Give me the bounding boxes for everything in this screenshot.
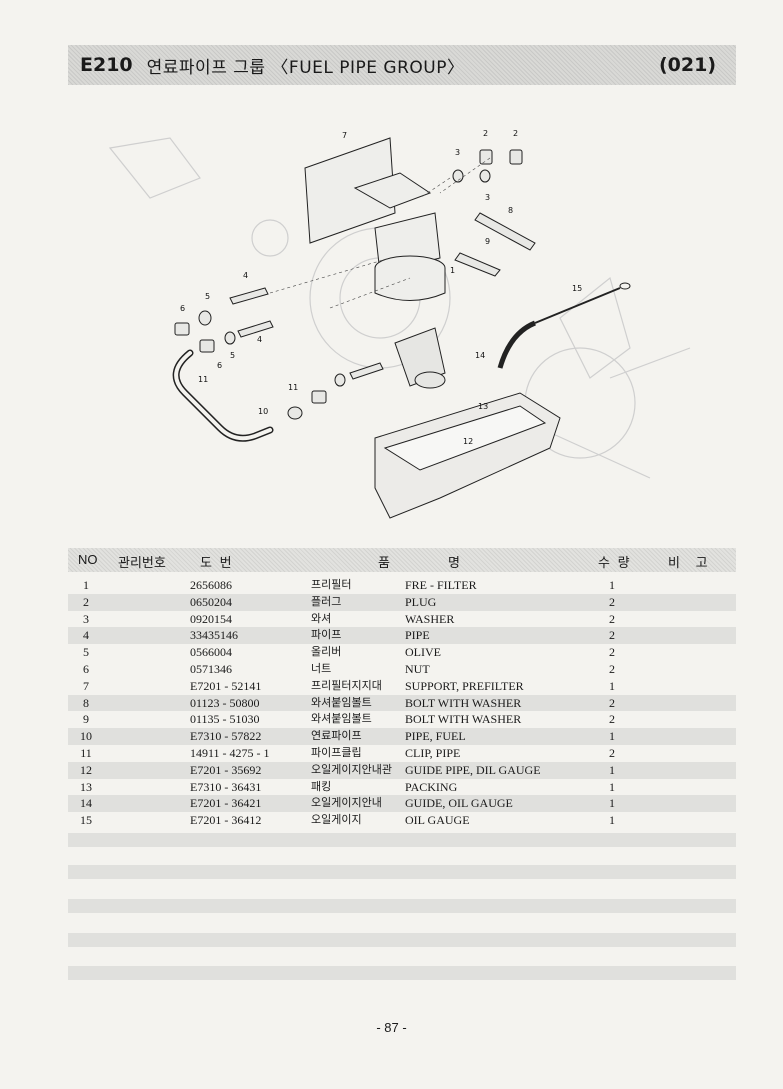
prefilter-assembly: [304, 137, 446, 301]
callout-6b: 6: [217, 361, 222, 370]
header-name: 명: [448, 555, 460, 570]
callout-4a: 4: [243, 271, 248, 280]
callout-6a: 6: [180, 304, 185, 313]
callout-3a: 3: [455, 148, 460, 157]
header-no: NO: [78, 552, 98, 567]
group-title: 연료파이프 그룹 〈FUEL PIPE GROUP〉: [146, 57, 465, 78]
header-manage-number: 관리번호: [118, 555, 166, 570]
blank-row-band: [68, 833, 736, 847]
fittings-group: [174, 149, 536, 420]
exploded-parts-diagram: 1 2 2 3 3 4 4 5 5 6 6 7 8 9 10 11 11 12 …: [108, 129, 691, 519]
oil-gauge-guide: [497, 320, 537, 369]
callout-9: 9: [485, 237, 490, 246]
callout-15: 15: [572, 284, 582, 293]
callout-11b: 11: [288, 383, 298, 392]
group-number: (021): [658, 54, 716, 76]
callout-4b: 4: [257, 335, 262, 344]
callout-13: 13: [478, 402, 488, 411]
blank-row-band: [68, 933, 736, 947]
oil-gauge: [534, 287, 621, 324]
blank-row-band: [68, 966, 736, 980]
callout-1: 1: [450, 266, 455, 275]
callout-2b: 2: [513, 129, 518, 138]
callout-7: 7: [342, 131, 347, 140]
blank-row-band: [68, 899, 736, 913]
blank-row-band: [68, 865, 736, 879]
leader-lines: [269, 157, 491, 309]
callout-5a: 5: [205, 292, 210, 301]
callout-8: 8: [508, 206, 513, 215]
header-item: 품: [378, 555, 390, 570]
header-drawing-number: 도 번: [200, 555, 234, 570]
callout-12: 12: [463, 437, 473, 446]
oil-pan: [374, 392, 561, 519]
parts-table-header: NO 관리번호 도 번 품 명 수 량 비 고: [68, 548, 736, 572]
callout-11a: 11: [198, 375, 208, 384]
callout-labels: 1 2 2 3 3 4 4 5 5 6 6 7 8 9 10 11 11 12 …: [180, 129, 582, 446]
callout-3b: 3: [485, 193, 490, 202]
callout-14: 14: [475, 351, 485, 360]
page-number: - 87 -: [376, 1020, 407, 1035]
feed-pump: [394, 327, 446, 389]
callout-5b: 5: [230, 351, 235, 360]
group-code: E210: [80, 54, 133, 76]
page-header: E210 연료파이프 그룹 〈FUEL PIPE GROUP〉 (021): [68, 45, 736, 85]
header-quantity: 수 량: [598, 555, 632, 570]
header-remark: 비 고: [668, 555, 714, 570]
callout-10: 10: [258, 407, 268, 416]
callout-2a: 2: [483, 129, 488, 138]
